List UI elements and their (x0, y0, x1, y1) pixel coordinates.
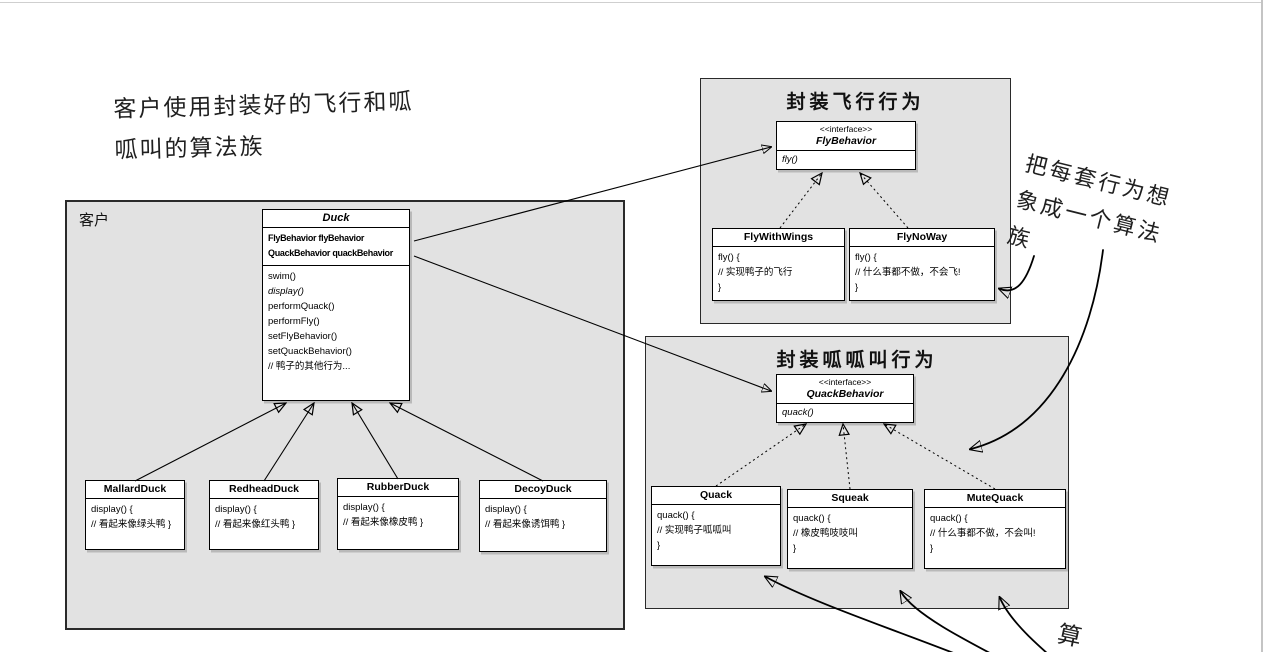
annotation-bottom-partial: 算 (1054, 619, 1085, 652)
class-title: Squeak (788, 490, 912, 508)
class-body: display() { // 看起来像橡皮鸭 } (338, 497, 458, 534)
class-title: FlyNoWay (850, 229, 994, 247)
comment-line: // 实现鸭子呱呱叫 (657, 525, 732, 536)
code-line: display() { (215, 504, 257, 515)
annotation-client-note: 客户使用封装好的飞行和呱 呱叫的算法族 (113, 82, 415, 172)
quackbehavior-interface: <<interface>> QuackBehavior quack() (776, 374, 914, 423)
code-line: } (855, 282, 859, 293)
flynoway-class: FlyNoWay fly() { // 什么事都不做，不会飞! } (849, 228, 995, 301)
code-line: fly() { (855, 252, 877, 263)
class-title: MallardDuck (86, 481, 184, 499)
code-line: fly() { (718, 252, 740, 263)
comment-line: // 实现鸭子的飞行 (718, 267, 793, 278)
method-line: display() (268, 286, 304, 297)
field-line: QuackBehavior quackBehavior (268, 248, 393, 258)
duck-class: Duck FlyBehavior flyBehavior QuackBehavi… (262, 209, 410, 401)
code-line: display() { (485, 504, 527, 515)
interface-method: fly() (782, 154, 798, 165)
annotation-line: 呱叫的算法族 (114, 133, 265, 164)
flybehavior-interface: <<interface>> FlyBehavior fly() (776, 121, 916, 170)
comment-line: // 看起来像红头鸭 } (215, 519, 296, 530)
comment-line: // 看起来像诱饵鸭 } (485, 519, 566, 530)
rubberduck-class: RubberDuck display() { // 看起来像橡皮鸭 } (337, 478, 459, 550)
top-edge-line (0, 2, 1262, 3)
interface-stereotype: <<interface>> (818, 377, 872, 387)
comment-line: // 看起来像橡皮鸭 } (343, 517, 424, 528)
class-body: quack() { // 什么事都不做，不会叫! } (925, 508, 1065, 560)
comment-line: // 看起来像绿头鸭 } (91, 519, 172, 530)
class-title: Duck (263, 210, 409, 228)
code-line: quack() { (930, 513, 968, 524)
code-line: quack() { (793, 513, 831, 524)
class-title: FlyWithWings (713, 229, 844, 247)
annotation-line: 客户使用封装好的飞行和呱 (113, 89, 414, 123)
interface-name: FlyBehavior (777, 135, 915, 151)
interface-name: QuackBehavior (777, 388, 913, 404)
class-body: display() { // 看起来像绿头鸭 } (86, 499, 184, 536)
comment-line: // 橡皮鸭吱吱叫 (793, 528, 858, 539)
method-line: performQuack() (268, 301, 335, 312)
code-line: } (793, 543, 797, 554)
field-line: FlyBehavior flyBehavior (268, 233, 365, 243)
code-line: } (657, 540, 661, 551)
comment-line: // 鸭子的其他行为... (268, 361, 351, 372)
class-title: Quack (652, 487, 780, 505)
class-body: display() { // 看起来像诱饵鸭 } (480, 499, 606, 536)
class-title: RubberDuck (338, 479, 458, 497)
fly-panel-title: 封装飞行行为 (786, 92, 925, 113)
duck-fields: FlyBehavior flyBehavior QuackBehavior qu… (263, 228, 409, 265)
comment-line: // 什么事都不做，不会飞! (855, 267, 961, 278)
comment-line: // 什么事都不做，不会叫! (930, 528, 1036, 539)
flywithwings-class: FlyWithWings fly() { // 实现鸭子的飞行 } (712, 228, 845, 301)
class-title: DecoyDuck (480, 481, 606, 499)
method-line: setFlyBehavior() (268, 331, 338, 342)
class-title: MuteQuack (925, 490, 1065, 508)
redheadduck-class: RedheadDuck display() { // 看起来像红头鸭 } (209, 480, 319, 550)
client-panel-label: 客户 (79, 212, 110, 229)
interface-method: quack() (782, 407, 814, 418)
duck-methods: swim() display() performQuack() performF… (263, 265, 409, 378)
class-body: fly() { // 什么事都不做，不会飞! } (850, 247, 994, 299)
page-edge-line (1261, 0, 1263, 652)
method-line: setQuackBehavior() (268, 346, 352, 357)
decoyduck-class: DecoyDuck display() { // 看起来像诱饵鸭 } (479, 480, 607, 552)
class-body: fly() { // 实现鸭子的飞行 } (713, 247, 844, 299)
code-line: display() { (91, 504, 133, 515)
mallardduck-class: MallardDuck display() { // 看起来像绿头鸭 } (85, 480, 185, 550)
method-line: swim() (268, 271, 296, 282)
mutequack-class: MuteQuack quack() { // 什么事都不做，不会叫! } (924, 489, 1066, 569)
squeak-class: Squeak quack() { // 橡皮鸭吱吱叫 } (787, 489, 913, 569)
code-line: quack() { (657, 510, 695, 521)
quack-panel-title: 封装呱呱叫行为 (776, 350, 938, 371)
interface-stereotype: <<interface>> (819, 124, 873, 134)
code-line: } (930, 543, 934, 554)
class-body: display() { // 看起来像红头鸭 } (210, 499, 318, 536)
code-line: } (718, 282, 722, 293)
method-line: performFly() (268, 316, 320, 327)
code-line: display() { (343, 502, 385, 513)
quack-class: Quack quack() { // 实现鸭子呱呱叫 } (651, 486, 781, 566)
class-title: RedheadDuck (210, 481, 318, 499)
class-body: quack() { // 实现鸭子呱呱叫 } (652, 505, 780, 557)
class-body: quack() { // 橡皮鸭吱吱叫 } (788, 508, 912, 560)
annotation-family-note: 把每套行为想 象成一个算法 族 (1003, 146, 1175, 290)
